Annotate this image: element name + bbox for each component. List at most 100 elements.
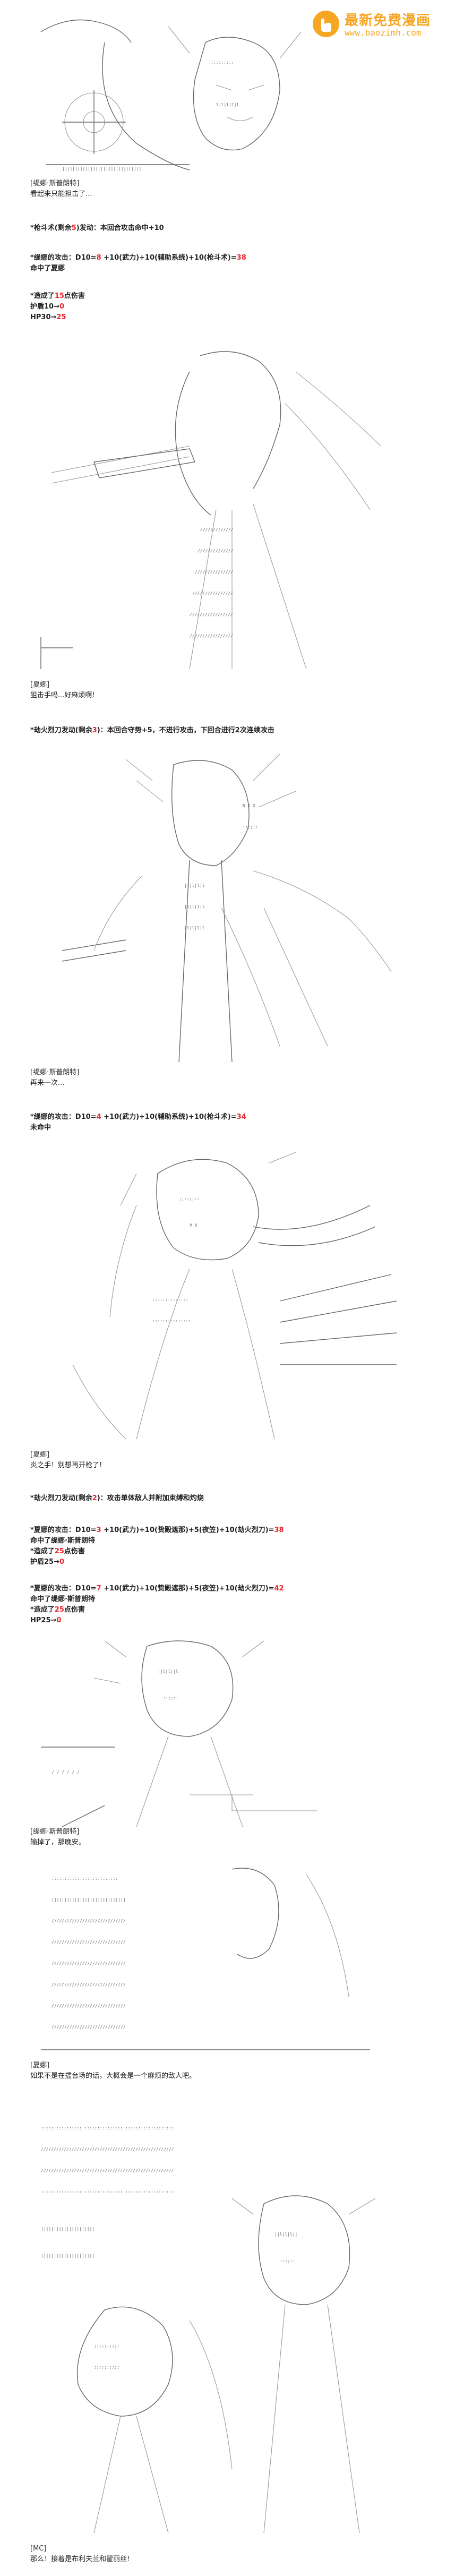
highlight-number: 0	[56, 1616, 62, 1624]
highlight-number: 42	[274, 1585, 284, 1593]
system-line: 命中了缇娜·斯普朗特	[30, 1595, 95, 1603]
dialogue-line: 输掉了，那晚安。	[30, 1838, 86, 1846]
system-line: *造成了25点伤害	[30, 1546, 423, 1557]
system-line: 护盾10→0	[30, 302, 423, 312]
system-line: *造成了15点伤害	[30, 291, 423, 302]
svg-text://///////////////////////////: /////////////////////////////	[51, 1919, 126, 1923]
system-line: 命中了夏娜	[30, 264, 65, 272]
svg-text://///////////////: /////////////////	[190, 612, 233, 617]
highlight-number: 7	[96, 1585, 101, 1593]
system-line: *劫火烈刀发动(剩余2)：攻击单体敌人并附加束缚和灼烧	[30, 1493, 423, 1504]
ascii-art-panel-3: |l|l|l|l |l|l|l|l |l|l|l|l N X X ::;;::	[30, 749, 402, 1067]
system-block-3: *缇娜的攻击：D10=8 +10(武力)+10(辅助系统)+10(枪斗术)=38…	[30, 253, 423, 274]
svg-text:;;;;;;;;;;: ;;;;;;;;;;	[94, 2365, 119, 2369]
text-block-14: [夏娜] 如果不是在擂台场的话，大概会是一个麻烦的敌人吧。	[30, 2060, 423, 2082]
svg-text:::;;::: ::;;::	[280, 2258, 295, 2263]
text-block-1: [缇娜·斯普朗特] 看起来只能担击了...	[30, 178, 423, 200]
ascii-art-panel-2: ///////////// ////////////// ///////////…	[30, 340, 402, 680]
line-text: +10(武力)+10(辅助系统)+10(枪斗术)=	[101, 254, 237, 262]
line-text: +10(武力)+10(辅助系统)+10(枪斗术)=	[101, 1113, 237, 1121]
system-line: *造成了25点伤害	[30, 1605, 423, 1615]
svg-text://///////////: /////////////	[200, 527, 234, 532]
system-block-12: *夏娜的攻击：D10=7 +10(武力)+10(贽殿遮那)+5(夜笠)+10(劫…	[30, 1584, 423, 1626]
highlight-number: 25	[54, 1547, 64, 1555]
svg-text::::::::::::::::: :::::::::::::::	[152, 1319, 191, 1323]
svg-text:;;;;;;;;;;: ;;;;;;;;;;	[94, 2343, 119, 2348]
line-text: )发动：本回合攻击命中+10	[76, 224, 164, 232]
speaker-name: [缇娜·斯普朗特]	[30, 179, 80, 187]
highlight-number: 3	[92, 726, 97, 734]
svg-text:||l|l|l||: ||l|l|l||	[274, 2232, 297, 2237]
svg-text://///////////////////////////: /////////////////////////////	[51, 1961, 126, 1966]
line-text: *造成了	[30, 1547, 55, 1555]
speaker-name: [夏娜]	[30, 2061, 50, 2069]
line-text: *造成了	[30, 292, 55, 300]
system-line: 护盾25→0	[30, 1557, 423, 1568]
line-text: +10(武力)+10(贽殿遮那)+5(夜笠)+10(劫火烈刀)=	[101, 1585, 274, 1593]
text-block-13: [缇娜·斯普朗特] 输掉了，那晚安。	[30, 1827, 423, 1848]
system-line: *夏娜的攻击：D10=3 +10(武力)+10(贽殿遮那)+5(夜笠)+10(劫…	[30, 1525, 423, 1536]
svg-text:l|l|l|l|l: l|l|l|l|l	[216, 102, 239, 107]
line-text: *缇娜的攻击：D10=	[30, 1113, 97, 1121]
highlight-number: 15	[54, 292, 64, 300]
svg-text:||l|l||l: ||l|l||l	[158, 1669, 178, 1674]
line-text: *夏娜的攻击：D10=	[30, 1526, 97, 1534]
system-line: HP30→25	[30, 312, 423, 323]
dialogue-line: 再来一次...	[30, 1079, 65, 1087]
svg-text:|||||||||||||||||||||: |||||||||||||||||||||	[41, 2253, 95, 2258]
svg-text://///////////////////////////: /////////////////////////////	[51, 1982, 126, 1987]
svg-text:|l|l|l|l: |l|l|l|l	[184, 883, 205, 888]
system-block-4: *造成了15点伤害 护盾10→0 HP30→25	[30, 291, 423, 323]
highlight-number: 38	[236, 254, 246, 262]
system-block-11: *夏娜的攻击：D10=3 +10(武力)+10(贽殿遮那)+5(夜笠)+10(劫…	[30, 1525, 423, 1568]
speaker-name: [MC]	[30, 2545, 47, 2553]
line-text: 点伤害	[64, 1547, 85, 1555]
system-block-2: *枪斗术(剩余5)发动：本回合攻击命中+10	[30, 223, 423, 234]
dialogue-line: 如果不是在擂台场的话，大概会是一个麻烦的敌人吧。	[30, 2072, 196, 2080]
svg-text://///////////////: /////////////////	[190, 634, 233, 638]
ascii-art-panel-7: ::::::::::::::::::::::::::::::::::::::::…	[30, 2098, 402, 2544]
ascii-art-panel-4: ;;::;;:: V V :::::::::::::: ::::::::::::…	[30, 1142, 402, 1450]
svg-text:|l|l|l|l: |l|l|l|l	[184, 926, 205, 930]
system-line: *枪斗术(剩余5)发动：本回合攻击命中+10	[30, 223, 423, 234]
system-line: HP25→0	[30, 1615, 423, 1626]
dialogue-line: 那么！接着是布利夫兰和翟丽丝!	[30, 2555, 130, 2563]
system-line: *劫火烈刀发动(剩余3)：本回合守势+5，不进行攻击，下回合进行2次连续攻击	[30, 725, 423, 736]
highlight-number: 8	[96, 254, 101, 262]
line-text: *夏娜的攻击：D10=	[30, 1585, 97, 1593]
svg-text://////////////////////////////: ////////////////////////////////////////…	[41, 2147, 174, 2152]
pointing-hand-icon	[313, 11, 339, 37]
svg-text://///////////////////////////: /////////////////////////////	[51, 2025, 126, 2030]
system-line: *夏娜的攻击：D10=7 +10(武力)+10(贽殿遮那)+5(夜笠)+10(劫…	[30, 1584, 423, 1594]
highlight-number: 38	[274, 1526, 284, 1534]
svg-text:::::::::::::::::::::::::::::::: ::::::::::::::::::::::::::::::::::::::::…	[41, 2126, 174, 2130]
system-line: *缇娜的攻击：D10=8 +10(武力)+10(辅助系统)+10(枪斗术)=38	[30, 253, 423, 263]
svg-text://////////////: //////////////	[198, 549, 234, 553]
highlight-number: 0	[59, 303, 65, 311]
line-text: 护盾10→	[30, 303, 59, 311]
system-block-10: *劫火烈刀发动(剩余2)：攻击单体敌人并附加束缚和灼烧	[30, 1493, 423, 1504]
line-text: *造成了	[30, 1606, 55, 1614]
text-block-7: [缇娜·斯普朗特] 再来一次...	[30, 1067, 423, 1089]
svg-text:::;;::: ::;;::	[163, 1696, 178, 1700]
highlight-number: 2	[92, 1494, 97, 1502]
svg-text://///////////////////////////: /////////////////////////////	[51, 1940, 126, 1945]
svg-text:////////////////: ////////////////	[192, 591, 233, 596]
text-block-5: [夏娜] 狙击手吗...好麻烦啊!	[30, 680, 423, 701]
line-text: HP30→	[30, 313, 57, 321]
highlight-number: 34	[236, 1113, 246, 1121]
svg-text:||||||||||||||||||||||||||||||: |||||||||||||||||||||||||||||||	[62, 166, 141, 171]
svg-text:V V: V V	[190, 1223, 198, 1228]
line-text: HP25→	[30, 1616, 57, 1624]
line-text: )：本回合守势+5，不进行攻击，下回合进行2次连续攻击	[97, 726, 274, 734]
svg-text:;;::;;::: ;;::;;::	[179, 1196, 200, 1201]
highlight-number: 3	[96, 1526, 101, 1534]
highlight-number: 25	[56, 313, 66, 321]
svg-text:|||||||||||||||||||||: |||||||||||||||||||||	[41, 2227, 95, 2231]
system-line: 命中了缇娜·斯普朗特	[30, 1537, 95, 1545]
line-text: *劫火烈刀发动(剩余	[30, 726, 92, 734]
system-block-8: *缇娜的攻击：D10=4 +10(武力)+10(辅助系统)+10(枪斗术)=34…	[30, 1112, 423, 1133]
ascii-art-panel-5: ||l|l||l ::;;:: / / / / / /	[30, 1636, 359, 1837]
svg-text://///////////////////////////: /////////////////////////////	[51, 2004, 126, 2008]
